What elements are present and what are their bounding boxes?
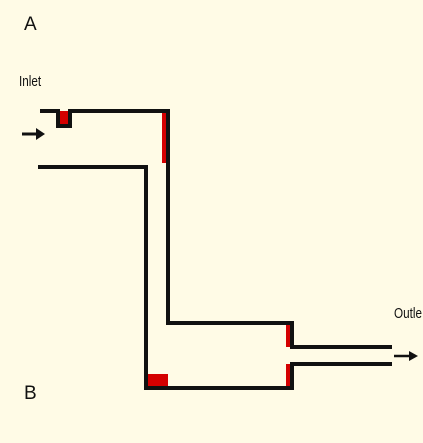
inlet-label: Inlet	[19, 73, 42, 90]
highlight-regions	[58, 111, 294, 388]
panel-b-label: B	[24, 383, 37, 404]
upper-step-highlight	[162, 111, 168, 163]
inlet-notch-highlight	[58, 111, 70, 127]
lower-channel-wall	[38, 165, 392, 390]
outlet-arrow-icon	[394, 351, 418, 361]
outlet-label: Outle	[394, 305, 422, 322]
panel-a-label: A	[24, 14, 37, 35]
inlet-arrow-icon	[22, 128, 45, 140]
upper-channel-wall	[40, 109, 392, 349]
lower-corner-highlight	[146, 374, 168, 388]
